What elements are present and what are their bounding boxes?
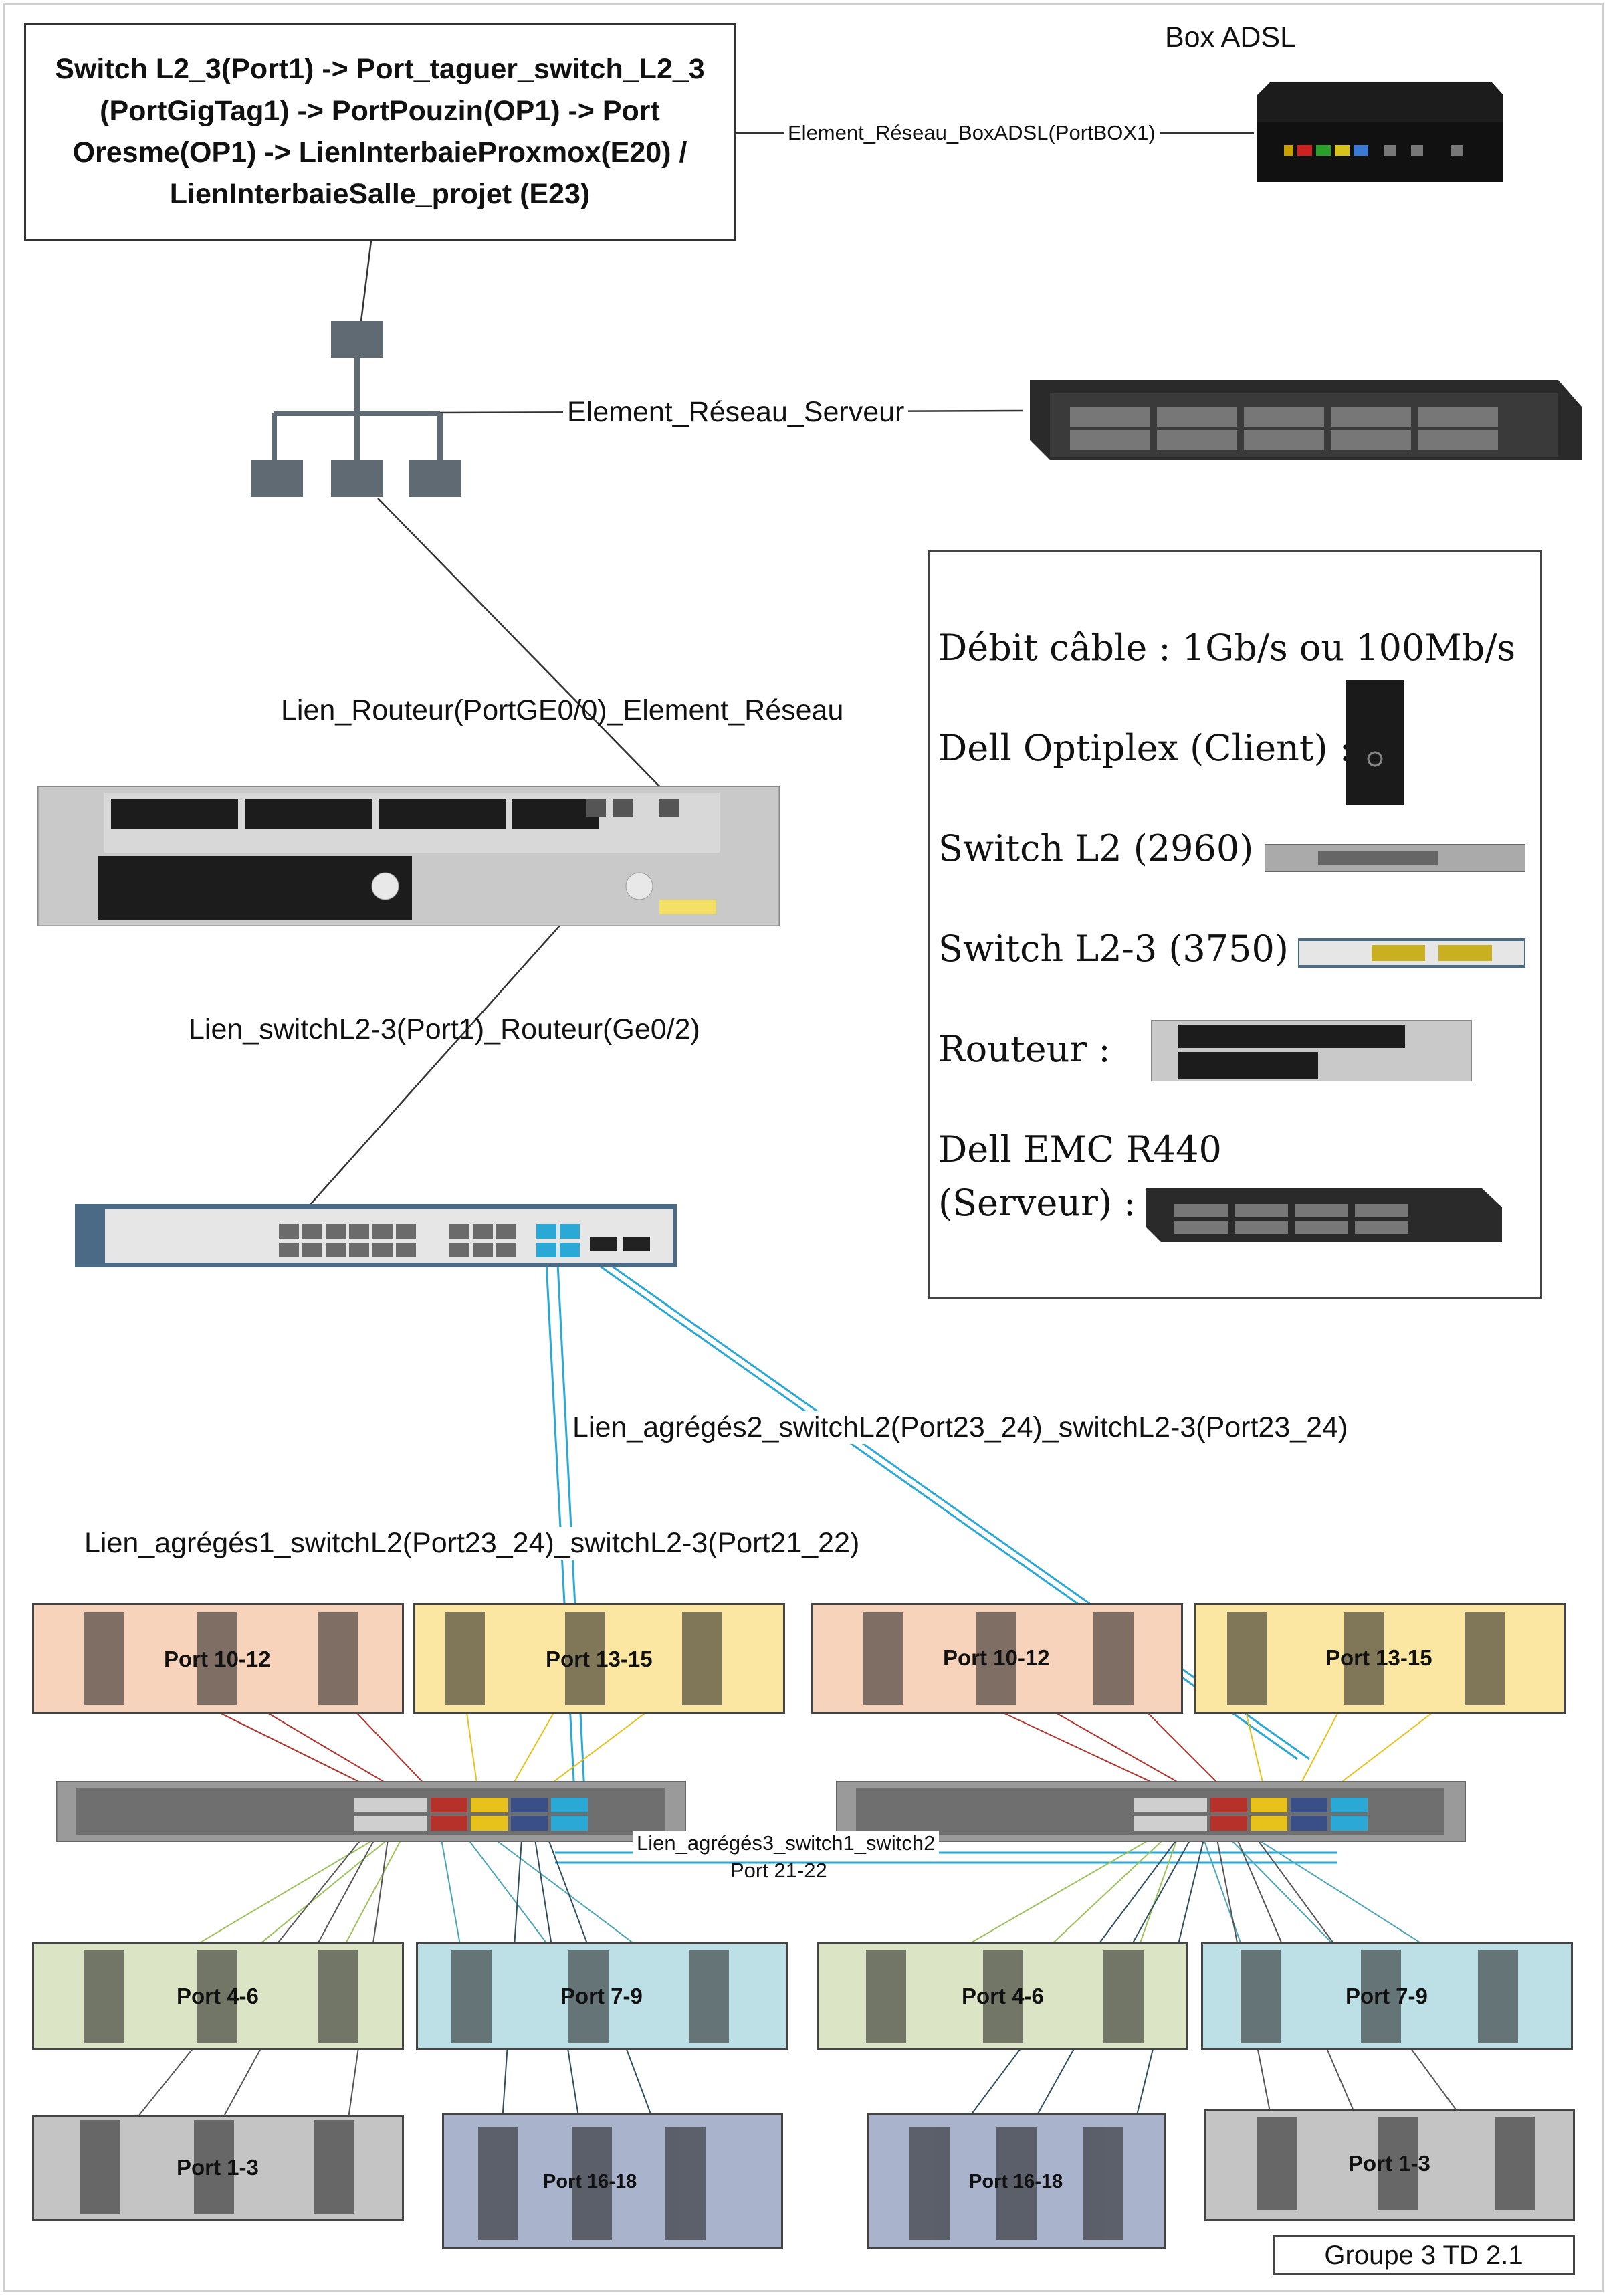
server-icon (1030, 380, 1582, 460)
box-adsl-icon (1257, 82, 1503, 182)
group-label-right-port-13-15: Port 13-15 (1325, 1645, 1432, 1670)
box-adsl-title: Box ADSL (1165, 21, 1296, 54)
group-label-left-port-7-9: Port 7-9 (560, 1984, 643, 2008)
legend-switch-l2-3-icon (1298, 938, 1525, 968)
link-label-aggregated2: Lien_agrégés2_switchL2(Port23_24)_switch… (568, 1411, 1352, 1444)
line-network-router (377, 498, 669, 797)
router-icon (37, 786, 780, 926)
link-label-aggregated3-line2: Port 21-22 (730, 1859, 827, 1882)
link-label-aggregated3-line1: Lien_agrégés3_switch1_switch2 (633, 1831, 940, 1855)
group-label-right-port-4-6: Port 4-6 (962, 1984, 1044, 2008)
legend-switch-l2-3: Switch L2-3 (3750) : (938, 928, 1313, 970)
group-label-right-port-10-12: Port 10-12 (943, 1645, 1050, 1670)
group-label-left-port-16-18: Port 16-18 (543, 2171, 637, 2192)
legend-switch-l2: Switch L2 (2960) : (938, 827, 1277, 869)
switch-l2-left-icon (56, 1781, 686, 1842)
legend-client-icon (1346, 680, 1404, 805)
legend-client: Dell Optiplex (Client) : (938, 727, 1352, 769)
line-top-box-network (360, 240, 372, 322)
group-label-right-port-1-3: Port 1-3 (1348, 2151, 1430, 2176)
group-label-left-port-4-6: Port 4-6 (177, 1984, 259, 2008)
group-label-left-port-10-12: Port 10-12 (164, 1647, 271, 1671)
legend-router-icon (1151, 1020, 1472, 1081)
network-element-icon (251, 321, 461, 497)
link-label-switch-router: Lien_switchL2-3(Port1)_Routeur(Ge0/2) (189, 1013, 700, 1045)
top-link-text: Switch L2_3(Port1) -> Port_taguer_switch… (55, 53, 705, 211)
legend-server-line1: Dell EMC R440 (938, 1128, 1222, 1170)
link-label-server: Element_Réseau_Serveur (563, 396, 909, 429)
switch-l2-3-icon (75, 1204, 677, 1267)
group-label-left-port-13-15: Port 13-15 (546, 1647, 653, 1671)
link-label-router-element: Lien_Routeur(PortGE0/0)_Element_Réseau (281, 694, 844, 726)
legend-cable-speed: Débit câble : 1Gb/s ou 100Mb/s (938, 627, 1516, 669)
legend-box: Débit câble : 1Gb/s ou 100Mb/s Dell Opti… (928, 550, 1542, 1299)
footer-box: Groupe 3 TD 2.1 (1273, 2235, 1575, 2275)
link-label-aggregated1: Lien_agrégés1_switchL2(Port23_24)_switch… (80, 1527, 864, 1560)
group-label-left-port-1-3: Port 1-3 (177, 2155, 259, 2180)
link-label-box-adsl: Element_Réseau_BoxADSL(PortBOX1) (784, 121, 1160, 145)
legend-server-icon (1146, 1188, 1502, 1242)
legend-router: Routeur : (938, 1028, 1111, 1070)
legend-server-line2: (Serveur) : (938, 1182, 1136, 1224)
legend-switch-l2-icon (1265, 844, 1525, 872)
footer-text: Groupe 3 TD 2.1 (1324, 2240, 1523, 2270)
page-frame (3, 3, 1604, 2292)
group-label-right-port-16-18: Port 16-18 (969, 2171, 1063, 2192)
top-link-box: Switch L2_3(Port1) -> Port_taguer_switch… (24, 23, 736, 241)
switch-l2-right-icon (836, 1781, 1466, 1842)
group-label-right-port-7-9: Port 7-9 (1346, 1984, 1428, 2008)
